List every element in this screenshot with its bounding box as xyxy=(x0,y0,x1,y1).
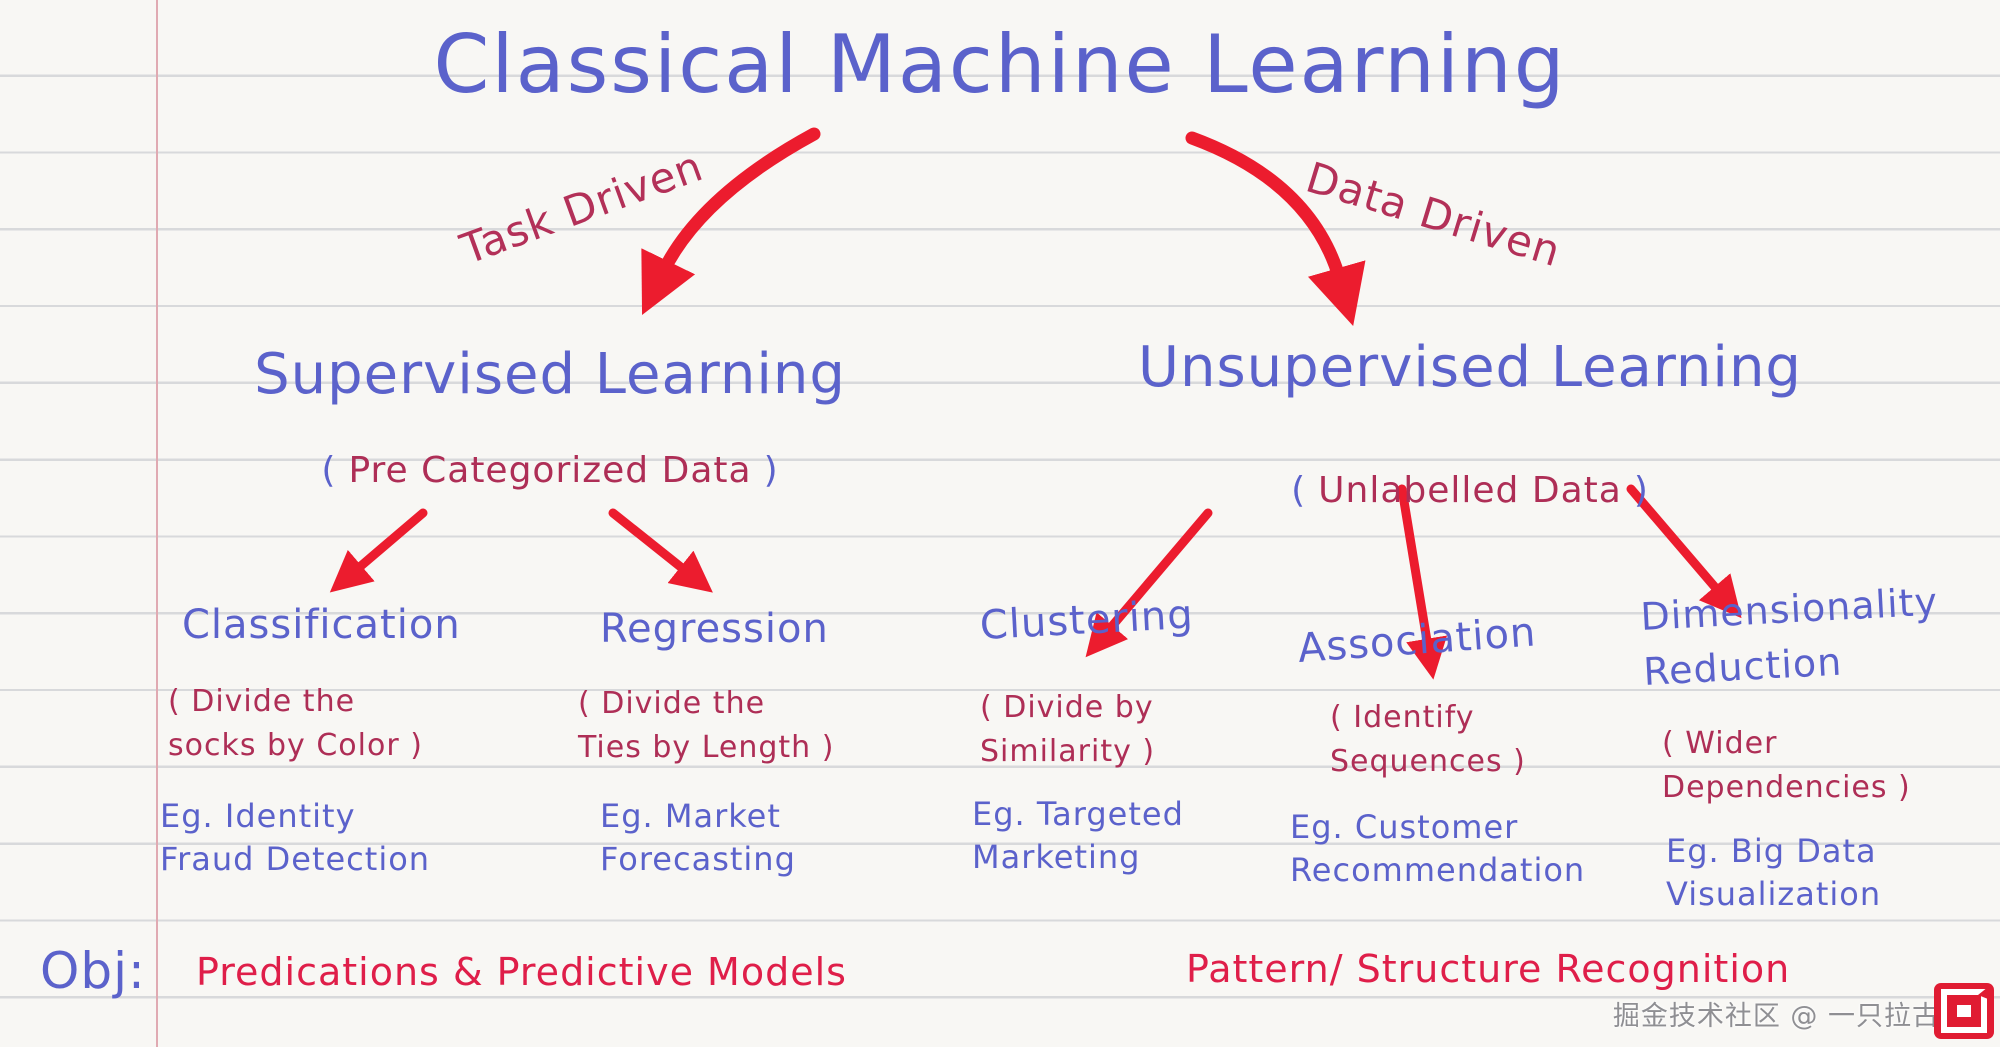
note-line: ( Wider xyxy=(1662,726,1778,761)
example-line: Recommendation xyxy=(1290,851,1586,890)
juejin-logo-icon xyxy=(1934,983,1994,1039)
note-line: ( Divide the xyxy=(578,686,766,721)
close-paren: ) xyxy=(763,450,779,491)
example-line: Eg. Customer xyxy=(1290,808,1519,846)
example-line: Eg. Targeted xyxy=(972,795,1184,833)
example-line: Visualization xyxy=(1666,875,1882,914)
node-unsupervised-learning: Unsupervised Learning xyxy=(1138,335,1802,400)
arrow-title-to-unsupervised xyxy=(1185,131,1366,326)
arrow-unsupervised-to-association xyxy=(1397,484,1448,680)
classification-example: Eg. Identity Fraud Detection xyxy=(160,795,430,881)
note-line: Ties by Length ) xyxy=(578,729,835,765)
example-line: Forecasting xyxy=(600,840,796,879)
example-line: Marketing xyxy=(972,838,1141,877)
objective-label: Obj: xyxy=(40,942,146,1000)
arrow-unsupervised-to-clustering xyxy=(1085,508,1213,658)
example-line: Eg. Big Data xyxy=(1666,832,1877,870)
node-supervised-learning: Supervised Learning xyxy=(254,342,846,407)
note-text: Unlabelled Data xyxy=(1318,470,1622,511)
clustering-example: Eg. Targeted Marketing xyxy=(972,793,1184,879)
objective-supervised: Predications & Predictive Models xyxy=(196,950,847,994)
dimensionality-example: Eg. Big Data Visualization xyxy=(1666,830,1881,916)
node-classification: Classification xyxy=(182,602,461,648)
open-paren: ( xyxy=(321,450,337,491)
node-unsupervised-note: ( Unlabelled Data) xyxy=(1100,470,1840,511)
close-paren: ) xyxy=(1633,470,1649,511)
arrow-supervised-to-regression xyxy=(608,508,713,593)
note-text: Pre Categorized Data xyxy=(348,450,752,491)
note-line: Sequences ) xyxy=(1330,743,1526,779)
regression-example: Eg. Market Forecasting xyxy=(600,795,796,881)
arrow-supervised-to-classification xyxy=(329,508,428,593)
page-title: Classical Machine Learning xyxy=(433,18,1567,111)
note-line: ( Identify xyxy=(1330,700,1475,735)
example-line: Fraud Detection xyxy=(160,840,431,879)
arrow-title-to-supervised xyxy=(641,127,821,316)
classification-note: ( Divide the socks by Color ) xyxy=(168,680,423,767)
clustering-note: ( Divide by Similarity ) xyxy=(980,686,1155,773)
association-example: Eg. Customer Recommendation xyxy=(1290,806,1585,892)
note-line: ( Divide the xyxy=(168,684,356,719)
node-regression: Regression xyxy=(600,606,829,652)
association-note: ( Identify Sequences ) xyxy=(1330,696,1526,783)
node-dimensionality-reduction: Dimensionality Reduction xyxy=(1639,574,1942,700)
note-line: Dependencies ) xyxy=(1662,769,1911,805)
example-line: Eg. Identity xyxy=(160,797,356,835)
margin-line xyxy=(156,0,158,1047)
node-supervised-note: ( Pre Categorized Data) xyxy=(230,450,870,491)
dimensionality-note: ( Wider Dependencies ) xyxy=(1662,722,1911,809)
objective-unsupervised: Pattern/ Structure Recognition xyxy=(1186,947,1791,991)
note-line: ( Divide by xyxy=(980,690,1154,725)
note-line: Similarity ) xyxy=(980,733,1156,769)
note-line: socks by Color ) xyxy=(168,727,423,763)
example-line: Eg. Market xyxy=(600,797,781,835)
arrow-unsupervised-to-dimensionality xyxy=(1626,484,1742,619)
watermark-text: 掘金技术社区 @ 一只拉古 xyxy=(1612,1001,1940,1032)
open-paren: ( xyxy=(1291,470,1307,511)
regression-note: ( Divide the Ties by Length ) xyxy=(578,682,834,769)
